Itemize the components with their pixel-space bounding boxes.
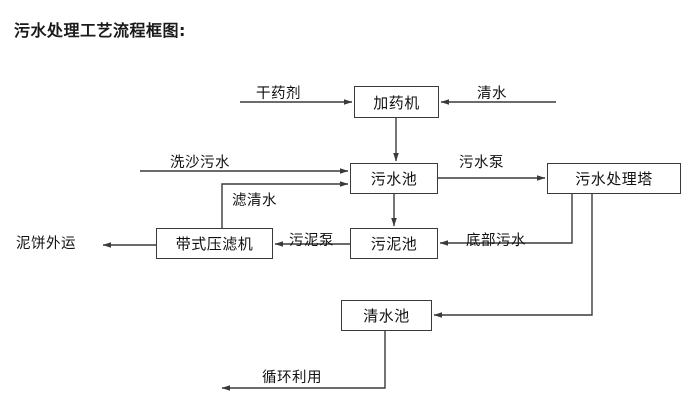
node-clear-water-pool[interactable]: 清水池 (341, 300, 432, 331)
edge-bottom-sewage-to-sludge-pool (439, 194, 573, 246)
node-treatment-tower[interactable]: 污水处理塔 (547, 163, 681, 194)
edge-label-dry-chemical: 干药剂 (256, 86, 301, 102)
page-title: 污水处理工艺流程框图: (14, 21, 186, 40)
node-belt-filter-press[interactable]: 带式压滤机 (156, 228, 273, 259)
node-label: 污水处理塔 (575, 170, 653, 188)
edge-label-sand-wash-sewage: 洗沙污水 (170, 155, 230, 171)
edge-label-clean-water: 清水 (477, 86, 507, 102)
node-label: 污水池 (370, 170, 418, 188)
node-wastewater-pool[interactable]: 污水池 (350, 163, 438, 194)
node-dosing-machine[interactable]: 加药机 (354, 86, 439, 118)
edge-recycling-reuse (221, 331, 386, 391)
edge-label-sludge-pump: 污泥泵 (289, 233, 334, 249)
edge-label-recycling-reuse: 循环利用 (262, 370, 322, 386)
node-label: 污泥池 (370, 235, 418, 253)
edge-label-bottom-sewage: 底部污水 (466, 233, 526, 249)
node-label: 加药机 (373, 93, 420, 112)
edge-label-sewage-pump: 污水泵 (459, 155, 504, 171)
edge-label-mud-cake-outbound: 泥饼外运 (16, 236, 76, 252)
node-label: 清水池 (363, 307, 410, 325)
edge-label-filtered-clear-water: 滤清水 (232, 193, 277, 209)
node-sludge-pool[interactable]: 污泥池 (350, 228, 438, 259)
edge-tower-to-clear-water-pool (433, 194, 593, 318)
node-label: 带式压滤机 (175, 235, 254, 253)
edge-filtered-water-to-wastewater-pool (221, 181, 349, 228)
